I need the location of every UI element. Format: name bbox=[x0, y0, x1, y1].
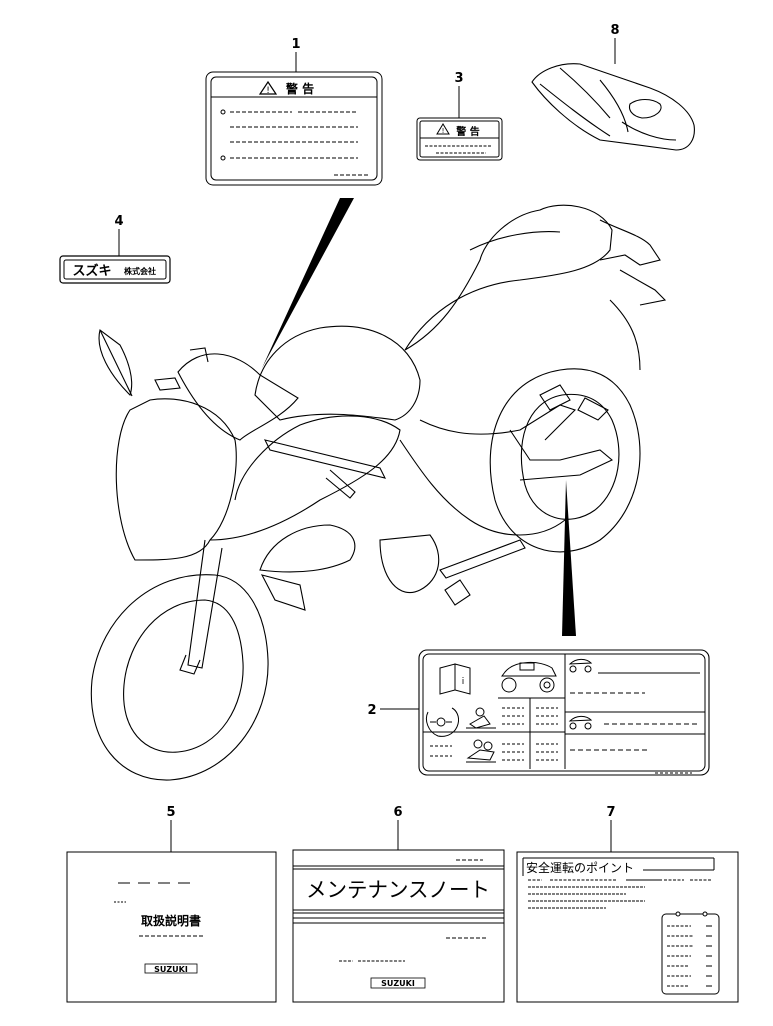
warning-small-title: 警 告 bbox=[455, 125, 479, 138]
callouts: 1 2 3 4 5 6 7 8 bbox=[114, 23, 619, 820]
owners-manual-item: 取扱説明書 SUZUKI bbox=[66, 851, 277, 1003]
motorcycle-icon bbox=[568, 715, 593, 730]
callout-7: 7 bbox=[606, 805, 615, 820]
maker-company: 株式会社 bbox=[124, 266, 156, 276]
callout-5: 5 bbox=[166, 805, 175, 820]
seat-cover-item bbox=[531, 63, 695, 151]
svg-text:!: ! bbox=[266, 86, 270, 96]
book-info-icon: i bbox=[439, 663, 471, 695]
warning-label-small: ! 警 告 bbox=[416, 117, 503, 161]
callout-8: 8 bbox=[610, 23, 619, 38]
motorcycle-drawing bbox=[90, 204, 667, 781]
maintenance-note-logo: SUZUKI bbox=[381, 979, 415, 988]
maker-plate-label: スズキ 株式会社 bbox=[59, 255, 171, 284]
warning-large-title: 警 告 bbox=[285, 81, 314, 96]
warning-triangle-icon: ! bbox=[436, 123, 450, 135]
safety-points-item: 安全運転のポイント bbox=[516, 851, 739, 1003]
svg-text:!: ! bbox=[442, 127, 445, 135]
warning-triangle-icon: ! bbox=[258, 80, 278, 96]
maker-brand: スズキ bbox=[72, 263, 111, 279]
information-label: i bbox=[418, 649, 710, 776]
rider-icon bbox=[466, 707, 496, 729]
callout-4: 4 bbox=[114, 214, 123, 229]
safety-points-title: 安全運転のポイント bbox=[526, 860, 634, 875]
motorcycle-icon bbox=[568, 658, 593, 673]
pointer-label-1 bbox=[262, 198, 354, 368]
callout-6: 6 bbox=[393, 805, 402, 820]
tire-pressure-icon bbox=[425, 707, 459, 737]
motorcycle-icon bbox=[501, 662, 557, 693]
tandem-riders-icon bbox=[466, 739, 496, 763]
svg-text:i: i bbox=[462, 677, 465, 687]
owners-manual-title: 取扱説明書 bbox=[141, 913, 201, 928]
maintenance-note-item: メンテナンスノート SUZUKI bbox=[292, 849, 505, 1003]
maintenance-note-title: メンテナンスノート bbox=[306, 878, 490, 902]
pointer-label-2 bbox=[562, 480, 576, 636]
warning-label-large: ! 警 告 bbox=[205, 71, 383, 186]
callout-1: 1 bbox=[291, 37, 300, 52]
callout-2: 2 bbox=[367, 703, 376, 718]
owners-manual-logo: SUZUKI bbox=[154, 965, 188, 974]
callout-3: 3 bbox=[454, 71, 463, 86]
